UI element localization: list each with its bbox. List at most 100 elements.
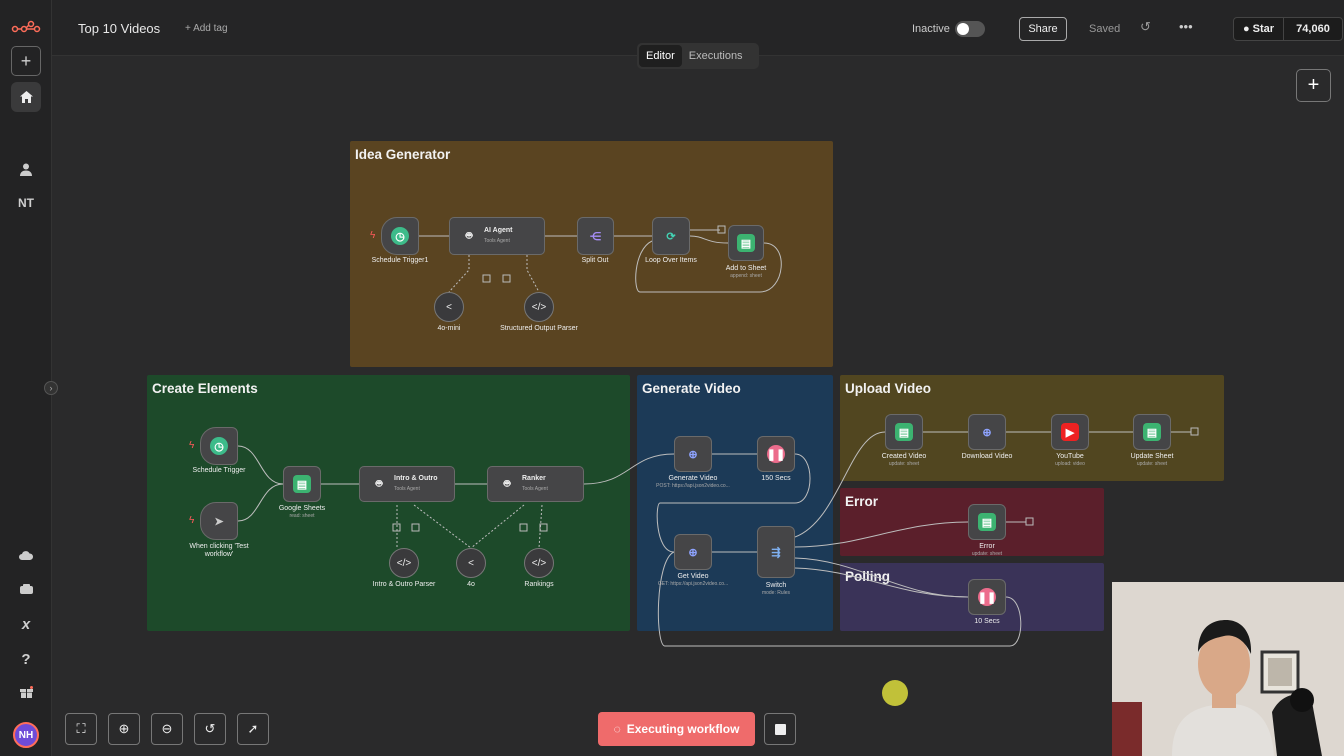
templates-icon[interactable] — [11, 574, 41, 604]
status-label: Inactive — [912, 23, 950, 35]
node-subtitle: append: sheet — [730, 273, 762, 279]
n8n-logo-icon[interactable] — [11, 12, 41, 42]
history-icon[interactable]: ↺ — [1140, 19, 1151, 34]
node-10-secs[interactable]: ❚❚ — [968, 579, 1006, 615]
node-update-sheet[interactable]: ▤ — [1133, 414, 1171, 450]
gift-icon[interactable] — [11, 677, 41, 707]
sidebar: + NT › x ? NH — [0, 0, 58, 756]
reset-zoom-icon[interactable]: ↺ — [194, 713, 226, 745]
variables-icon[interactable]: x — [21, 615, 31, 633]
node-generate-video[interactable]: ⊕ — [674, 436, 712, 472]
switch-icon: ⇶ — [771, 546, 781, 559]
more-options-icon[interactable]: ••• — [1179, 19, 1193, 34]
globe-icon: ⊕ — [688, 546, 698, 559]
node-label: Add to Sheet — [725, 265, 767, 272]
node-schedule-trigger[interactable]: ◷ — [200, 427, 238, 465]
code-icon: </> — [531, 557, 547, 569]
node-label: 4o-mini — [437, 325, 461, 332]
execute-workflow-button[interactable]: ◌ Executing workflow — [598, 712, 755, 746]
node-label: Generate Video — [668, 475, 718, 482]
node-structured-output-parser[interactable]: </> — [524, 292, 554, 322]
trigger-bolt-icon: ϟ — [189, 515, 195, 526]
group-title-idea: Idea Generator — [355, 147, 451, 162]
node-label: YouTube — [1056, 453, 1084, 460]
tab-executions[interactable]: Executions — [688, 50, 743, 62]
node-add-to-sheet[interactable]: ▤ — [728, 225, 764, 261]
sidebar-item-initials[interactable]: NT — [18, 196, 34, 210]
node-error[interactable]: ▤ — [968, 504, 1006, 540]
clock-icon: ◷ — [210, 437, 228, 455]
chevron-right-icon[interactable]: › — [44, 381, 58, 395]
node-label: Switch — [765, 582, 787, 589]
node-schedule-trigger1[interactable]: ◷ — [381, 217, 419, 255]
active-toggle[interactable] — [955, 21, 985, 37]
github-star-button[interactable]: ● Star — [1234, 18, 1284, 40]
model-icon: < — [446, 301, 452, 313]
node-label: 150 Secs — [761, 475, 791, 482]
github-icon: ● — [1242, 23, 1250, 35]
node-label: Google Sheets — [278, 505, 326, 512]
workflow-title[interactable]: Top 10 Videos — [78, 21, 161, 36]
node-150-secs[interactable]: ❚❚ — [757, 436, 795, 472]
user-icon[interactable] — [11, 154, 41, 184]
node-label: Split Out — [581, 257, 609, 264]
node-label: Update Sheet — [1130, 453, 1174, 460]
globe-icon: ⊕ — [688, 448, 698, 461]
node-created-video[interactable]: ▤ — [885, 414, 923, 450]
youtube-icon: ▶ — [1061, 423, 1079, 441]
node-manual-trigger[interactable]: ➤ — [200, 502, 238, 540]
node-subtitle: update: sheet — [888, 461, 920, 467]
node-switch[interactable]: ⇶ — [757, 526, 795, 578]
node-label: Get Video — [677, 573, 709, 580]
add-tag-button[interactable]: + Add tag — [185, 23, 228, 34]
node-subtitle: Tools Agent — [394, 486, 420, 492]
node-label: Download Video — [961, 453, 1013, 460]
node-google-sheets[interactable]: ▤ — [283, 466, 321, 502]
node-subtitle: Tools Agent — [522, 486, 548, 492]
tidy-up-icon[interactable]: ➚ — [237, 713, 269, 745]
node-intro-outro-parser[interactable]: </> — [389, 548, 419, 578]
node-loop-over-items[interactable]: ⟳ — [652, 217, 690, 255]
robot-icon: 🤖︎ — [503, 477, 511, 490]
node-label: Loop Over Items — [645, 257, 697, 264]
pause-icon: ❚❚ — [767, 445, 785, 463]
node-subtitle: GET: https://api.json2video.co... — [657, 581, 729, 587]
code-icon: </> — [531, 301, 547, 313]
cloud-icon[interactable] — [11, 540, 41, 570]
sheets-icon: ▤ — [895, 423, 913, 441]
node-label: Structured Output Parser — [500, 325, 578, 332]
help-icon[interactable]: ? — [21, 650, 31, 668]
stop-execution-button[interactable] — [764, 713, 796, 745]
robot-icon: 🤖︎ — [465, 229, 473, 242]
share-button[interactable]: Share — [1019, 17, 1067, 41]
add-icon[interactable]: + — [11, 46, 41, 76]
node-label: Intro & Outro Parser — [372, 581, 436, 588]
home-icon[interactable] — [11, 82, 41, 112]
clock-icon: ◷ — [391, 227, 409, 245]
node-label: Error — [979, 543, 995, 550]
zoom-in-icon[interactable]: ⊕ — [108, 713, 140, 745]
model-icon: < — [468, 557, 474, 569]
node-4o-mini[interactable]: < — [434, 292, 464, 322]
group-title-create: Create Elements — [152, 381, 258, 396]
spinner-icon: ◌ — [613, 722, 621, 736]
node-download-video[interactable]: ⊕ — [968, 414, 1006, 450]
add-node-button[interactable]: + — [1296, 69, 1331, 102]
node-label: Created Video — [881, 453, 927, 460]
node-label: AI Agent — [484, 227, 513, 234]
avatar[interactable]: NH — [13, 722, 39, 748]
github-star-widget[interactable]: ● Star 74,060 — [1233, 17, 1343, 41]
tab-editor[interactable]: Editor — [639, 45, 682, 67]
node-get-video[interactable]: ⊕ — [674, 534, 712, 570]
zoom-out-icon[interactable]: ⊖ — [151, 713, 183, 745]
node-youtube[interactable]: ▶ — [1051, 414, 1089, 450]
node-split-out[interactable]: ⋲ — [577, 217, 614, 255]
fit-view-icon[interactable]: ⛶ — [65, 713, 97, 745]
group-title-polling: Polling — [845, 569, 890, 584]
node-4o[interactable]: < — [456, 548, 486, 578]
node-rankings[interactable]: </> — [524, 548, 554, 578]
